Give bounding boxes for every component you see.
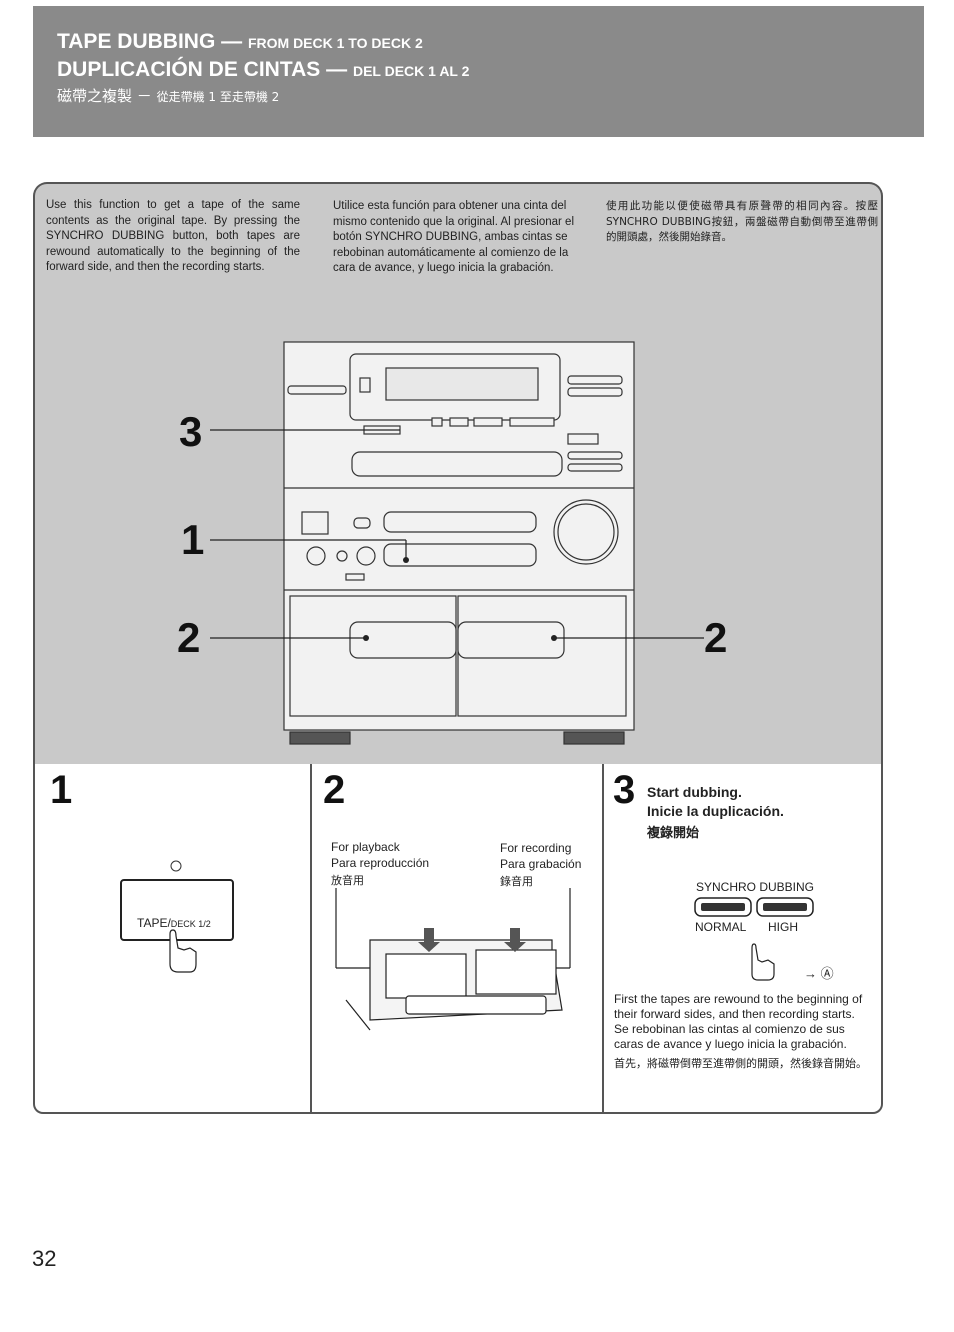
subtitle-zh: 從走帶機 1 至走帶機 2	[156, 90, 280, 104]
callout-leader-lines	[210, 429, 704, 641]
step-2-number: 2	[323, 768, 346, 812]
step-3-number: 3	[613, 768, 636, 812]
step-divider-2	[602, 764, 604, 1112]
callout-2-left: 2	[177, 614, 201, 661]
playback-label-en: For playback	[331, 840, 400, 854]
tape-deck-button-illustration	[120, 860, 234, 973]
intro-text-es: Utilice esta función para obtener una ci…	[333, 200, 574, 274]
step-3-title-zh: 複錄開始	[647, 826, 700, 841]
tape-deck-button[interactable]: TAPE/DECK 1/2	[137, 916, 211, 930]
callout-3: 3	[179, 408, 203, 455]
callout-dot-2a	[363, 635, 369, 641]
step-3-title-en: Start dubbing.	[647, 784, 742, 800]
callout-2-right: 2	[704, 614, 728, 661]
synchro-dubbing-buttons	[694, 897, 814, 917]
cassette-insertion-illustration	[335, 888, 571, 1031]
subtitle-es: DEL DECK 1 AL 2	[352, 63, 470, 79]
title-en: TAPE DUBBING — FROM DECK 1 TO DECK 2	[57, 30, 423, 53]
header-banner: TAPE DUBBING — FROM DECK 1 TO DECK 2 DUP…	[33, 6, 924, 137]
press-finger-icon-step3	[751, 943, 775, 981]
stereo-system-drawing	[283, 341, 635, 745]
recording-label-en: For recording	[500, 841, 572, 855]
step-3-desc-zh: 首先，將磁帶倒帶至進帶側的開頭，然後錄音開始。	[614, 1057, 867, 1070]
callout-dot-1	[403, 557, 409, 563]
normal-label: NORMAL	[695, 920, 747, 934]
press-finger-icon	[169, 929, 197, 973]
step-3-desc-en: First the tapes are rewound to the begin…	[614, 992, 863, 1021]
recording-label-zh: 錄音用	[500, 875, 533, 888]
step-3-desc-es: Se rebobinan las cintas al comienzo de s…	[614, 1022, 847, 1051]
intro-text-en: Use this function to get a tape of the s…	[46, 199, 300, 273]
intro-text-zh: 使用此功能以便使磁帶具有原聲帶的相同內容。按壓SYNCHRO DUBBING按鈕…	[606, 200, 878, 243]
playback-label-es: Para reproducción	[331, 856, 430, 870]
subtitle-en: FROM DECK 1 TO DECK 2	[247, 35, 423, 51]
high-label: HIGH	[768, 920, 798, 934]
title-es: DUPLICACIÓN DE CINTAS — DEL DECK 1 AL 2	[57, 58, 470, 81]
step-divider-1	[310, 764, 312, 1112]
step-3-title-es: Inicie la duplicación.	[647, 803, 784, 819]
title-zh: 磁帶之複製 － 從走帶機 1 至走帶機 2	[57, 87, 280, 105]
callout-dot-2b	[551, 635, 557, 641]
page-number: 32	[32, 1246, 57, 1271]
callout-1: 1	[181, 516, 205, 563]
synchro-dubbing-label: SYNCHRO DUBBING	[696, 880, 815, 894]
recording-label-es: Para grabación	[500, 857, 582, 871]
playback-label-zh: 放音用	[331, 874, 364, 887]
step-1-number: 1	[50, 768, 73, 812]
reference-arrow-a: → Ⓐ	[804, 966, 834, 981]
